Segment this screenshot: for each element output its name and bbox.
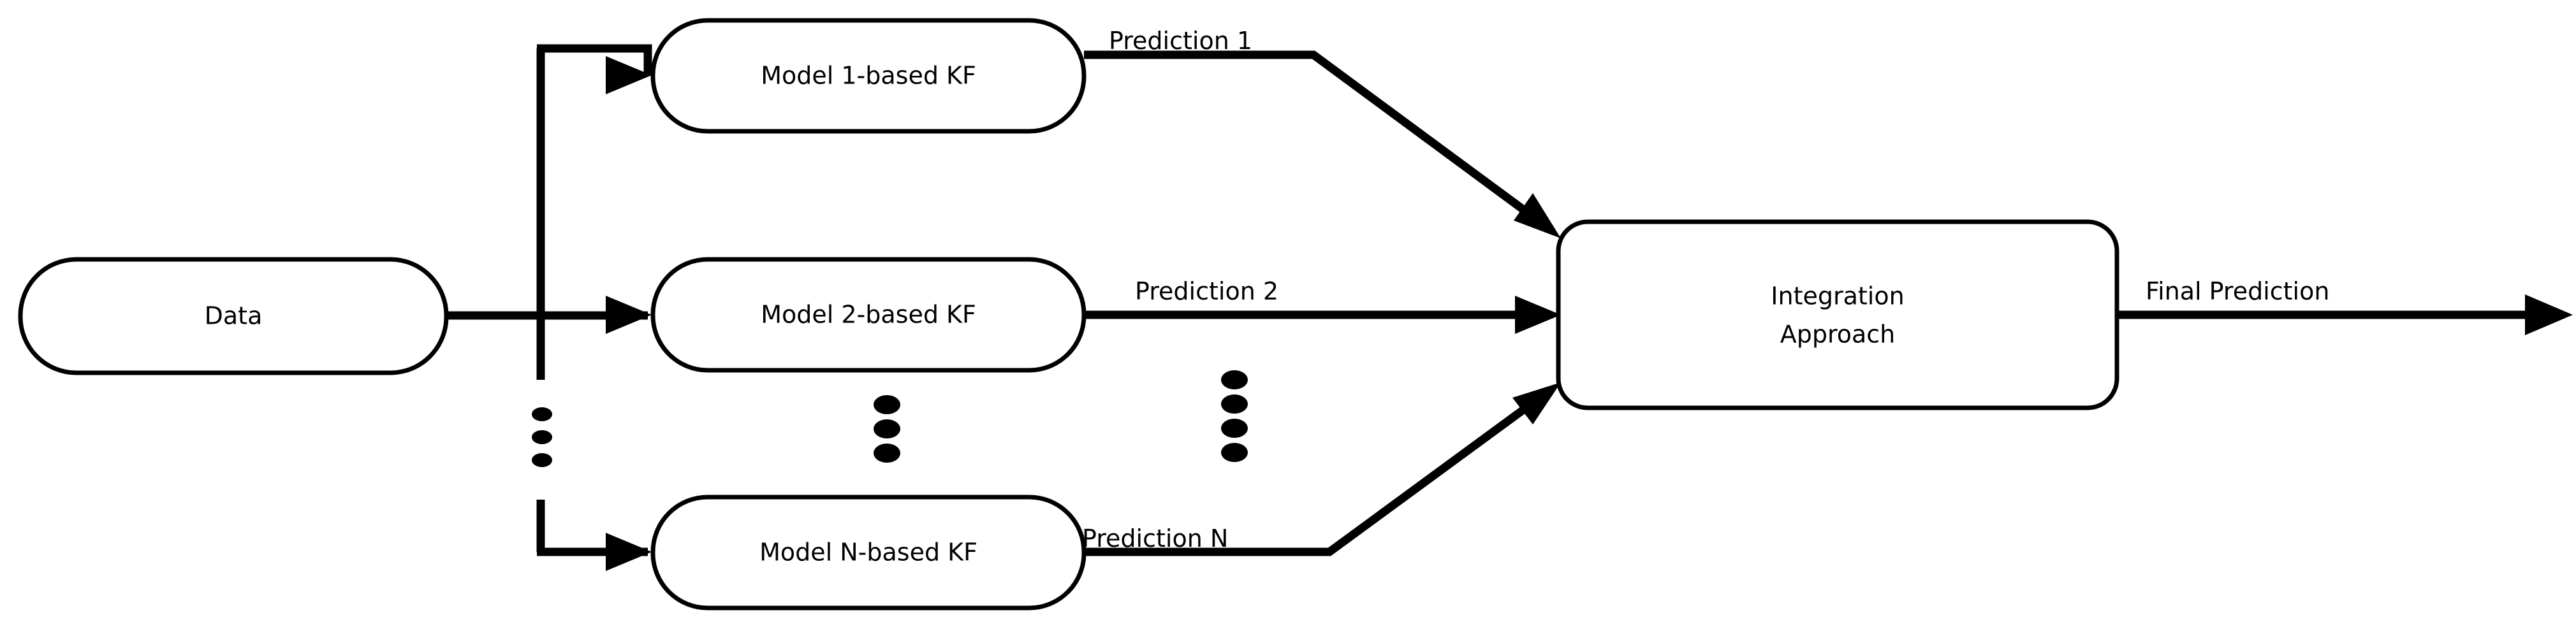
- arrowhead-integration-mid: [1515, 296, 1561, 334]
- node-integration-label-line2: Approach: [1780, 321, 1896, 349]
- arrowhead-final-output: [2525, 294, 2573, 335]
- edge-bus-to-model1: [537, 44, 652, 94]
- edge-label-prediction-1: Prediction 1: [1109, 27, 1252, 55]
- node-model-1[interactable]: Model 1-based KF: [650, 18, 1087, 134]
- node-integration-label-line1: Integration: [1771, 282, 1904, 310]
- node-data-label: Data: [205, 302, 263, 330]
- arrowhead-integration-bottom: [1512, 382, 1561, 424]
- node-model-1-label: Model 1-based KF: [761, 62, 976, 90]
- arrowhead-modelN: [606, 533, 652, 571]
- edge-integration-to-output: [2117, 294, 2573, 335]
- node-data[interactable]: Data: [18, 257, 449, 375]
- arrowhead-model1: [606, 56, 652, 94]
- node-integration-approach[interactable]: Integration Approach: [1556, 219, 2119, 410]
- node-model-2-label: Model 2-based KF: [761, 301, 976, 329]
- edge-label-prediction-2: Prediction 2: [1135, 277, 1278, 305]
- edge-label-final-prediction: Final Prediction: [2146, 277, 2329, 305]
- predictions-ellipsis: [1221, 370, 1248, 462]
- edge-model1-to-integration: [1084, 50, 1561, 238]
- node-model-n[interactable]: Model N-based KF: [650, 495, 1087, 611]
- models-ellipsis: [874, 395, 900, 463]
- edge-model2-to-integration: [1084, 296, 1561, 334]
- arrowhead-integration-top: [1514, 193, 1561, 238]
- edge-bus-to-model2: [606, 296, 652, 334]
- edge-bus-to-modelN: [537, 533, 652, 571]
- bus-ellipsis: [532, 407, 552, 467]
- node-model-2[interactable]: Model 2-based KF: [650, 257, 1087, 373]
- node-model-n-label: Model N-based KF: [759, 539, 977, 567]
- edge-label-prediction-n: Prediction N: [1082, 524, 1228, 553]
- arrowhead-model2: [606, 296, 652, 334]
- edge-modelN-to-integration: [1084, 382, 1561, 556]
